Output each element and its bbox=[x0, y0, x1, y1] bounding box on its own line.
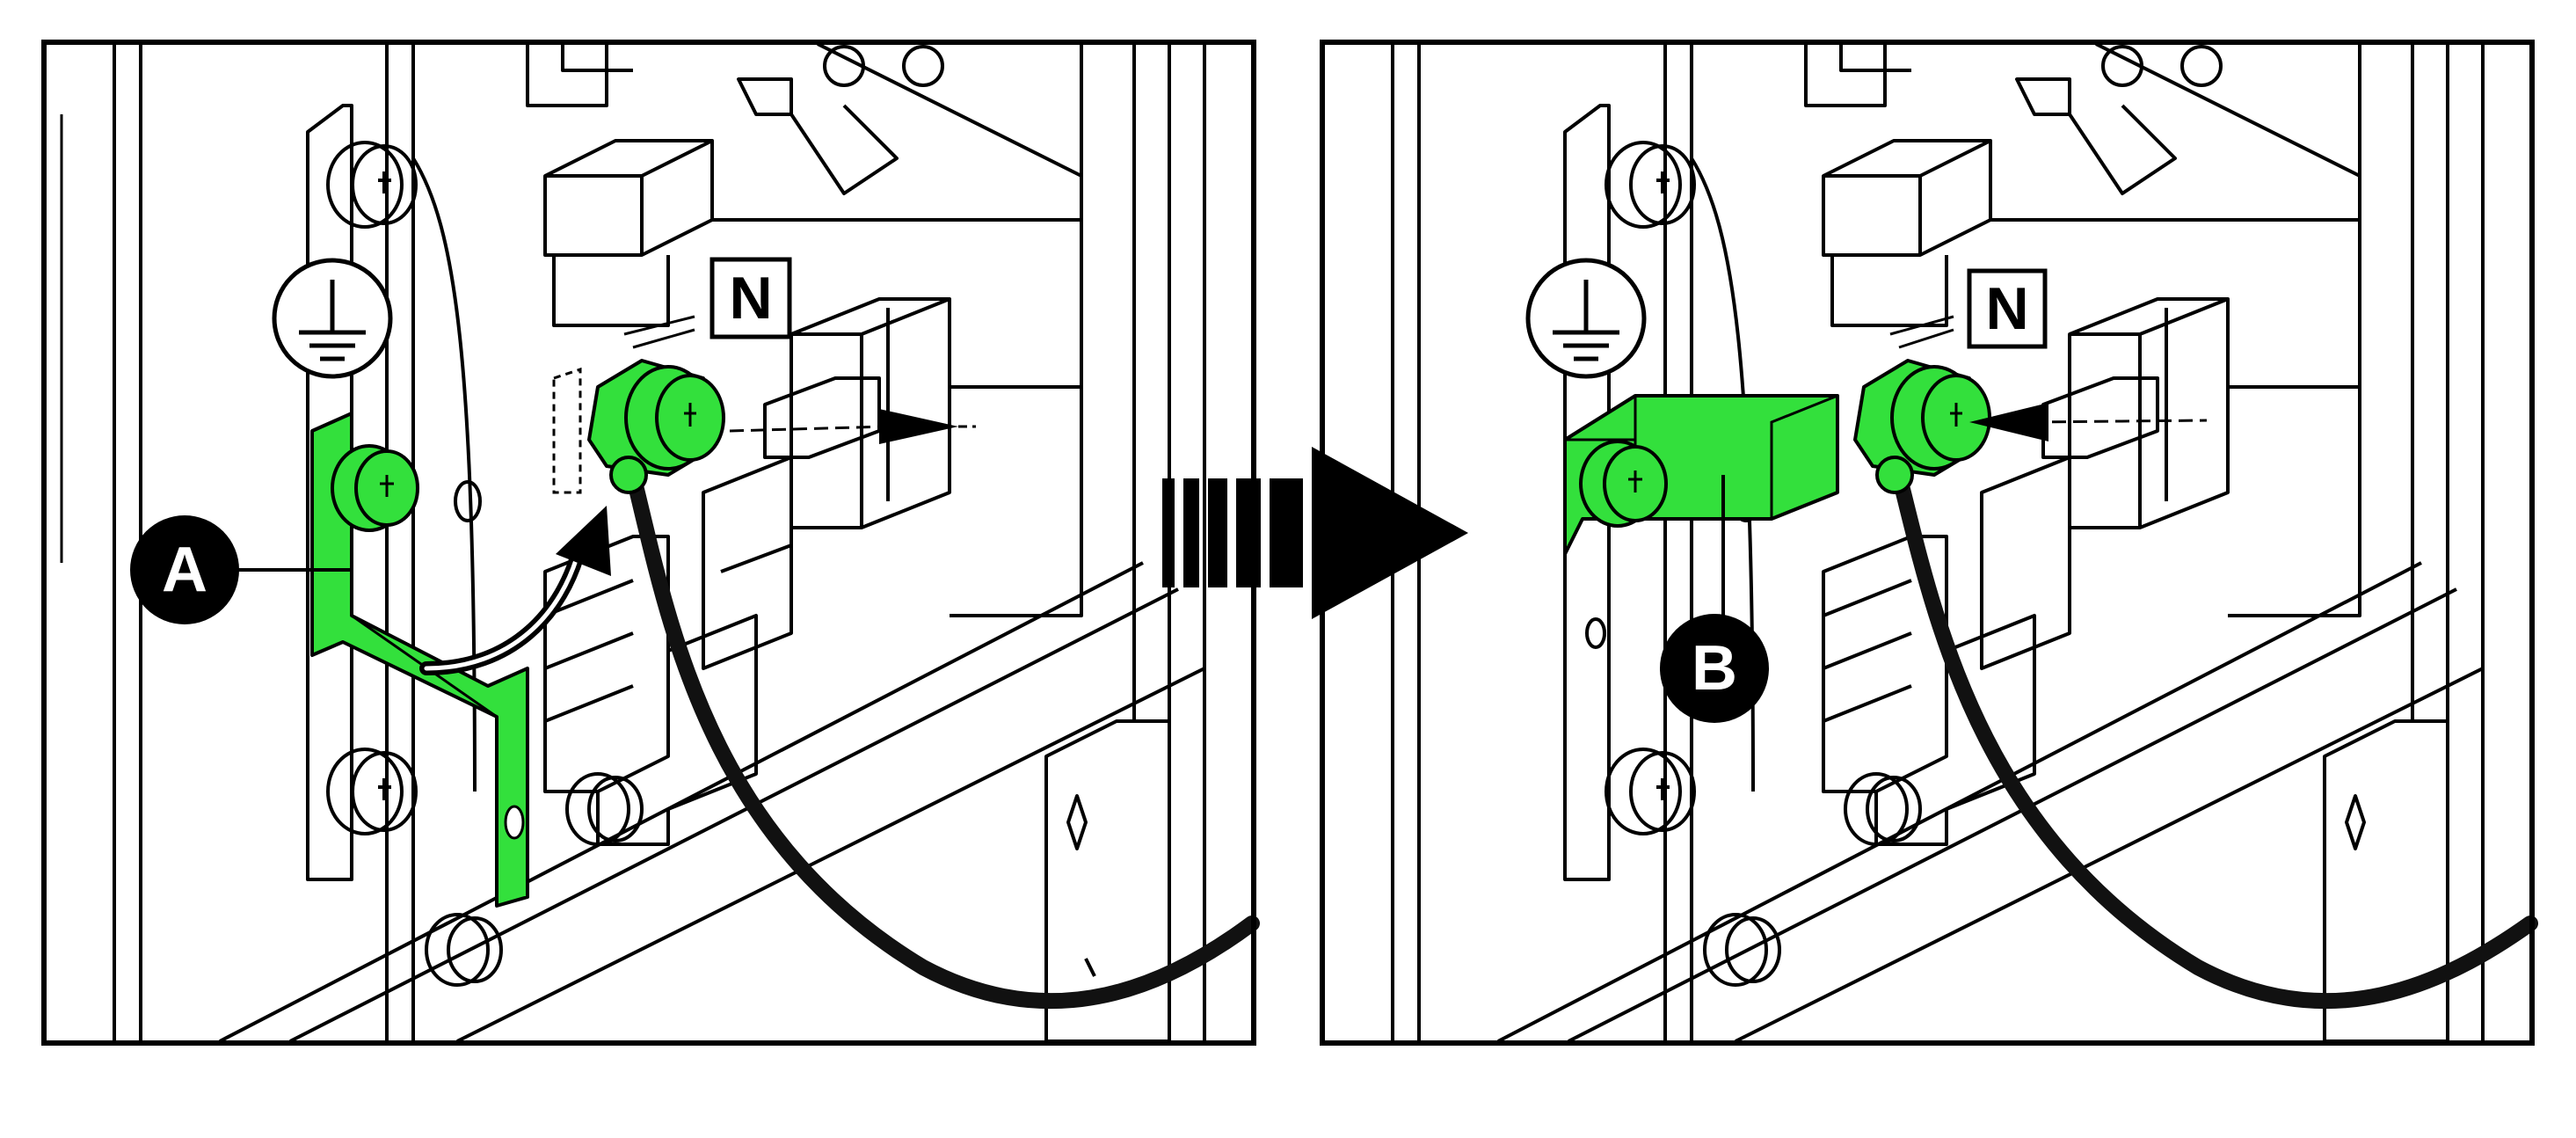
ground-icon bbox=[272, 258, 393, 379]
screw-bottom bbox=[326, 748, 418, 835]
screw-top bbox=[326, 141, 418, 229]
ground-bracket-a bbox=[310, 412, 529, 908]
motion-arrow-head bbox=[556, 506, 611, 576]
right-arrow-icon bbox=[1162, 447, 1468, 619]
neutral-terminal-label: N bbox=[623, 257, 792, 349]
ground-cable bbox=[1891, 467, 2538, 1010]
callout-b: B bbox=[1660, 475, 1769, 723]
terminal-label-text: N bbox=[729, 265, 772, 332]
push-in-arrow bbox=[1969, 403, 2208, 441]
neutral-terminal-screw bbox=[587, 359, 725, 494]
panel-after-frame bbox=[1320, 40, 2535, 1046]
panel-after: N B bbox=[1320, 40, 2538, 1046]
ground-bracket-b bbox=[1563, 394, 1839, 556]
pull-out-arrow bbox=[729, 409, 976, 444]
panel-before: N A bbox=[41, 40, 1260, 1046]
neutral-terminal-label: N bbox=[1889, 268, 2048, 349]
callout-b-text: B bbox=[1692, 633, 1737, 704]
ground-icon bbox=[1525, 258, 1647, 379]
callout-a-text: A bbox=[162, 535, 207, 605]
terminal-label-text: N bbox=[1985, 275, 2028, 342]
ground-cable bbox=[625, 467, 1260, 1010]
neutral-terminal-screw bbox=[1853, 359, 1991, 494]
callout-a: A bbox=[130, 515, 352, 624]
